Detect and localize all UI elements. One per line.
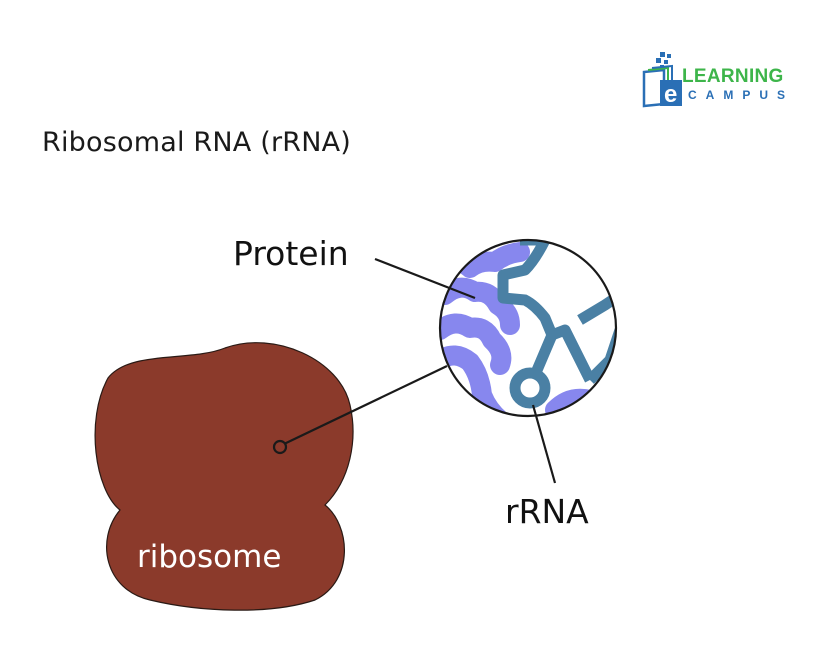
magnified-view [440,240,616,416]
ribosome-label: ribosome [137,539,282,575]
book-icon: e [642,52,682,108]
rrna-label: rRNA [505,492,589,531]
elearning-campus-logo: e LEARNING CAMPUS [640,52,800,112]
protein-label: Protein [233,234,349,273]
magnifier-outline [438,238,618,418]
pointer-dot [272,439,288,455]
ribosome-shape [94,342,354,611]
page-title: Ribosomal RNA (rRNA) [42,127,352,158]
pointer-line-rrna [531,404,557,484]
pointer-line-protein [374,257,476,300]
pointer-line-ribosome [283,365,448,445]
logo-text-campus: CAMPUS [688,88,795,102]
svg-text:e: e [664,81,677,108]
logo-text-learning: LEARNING [682,66,784,87]
